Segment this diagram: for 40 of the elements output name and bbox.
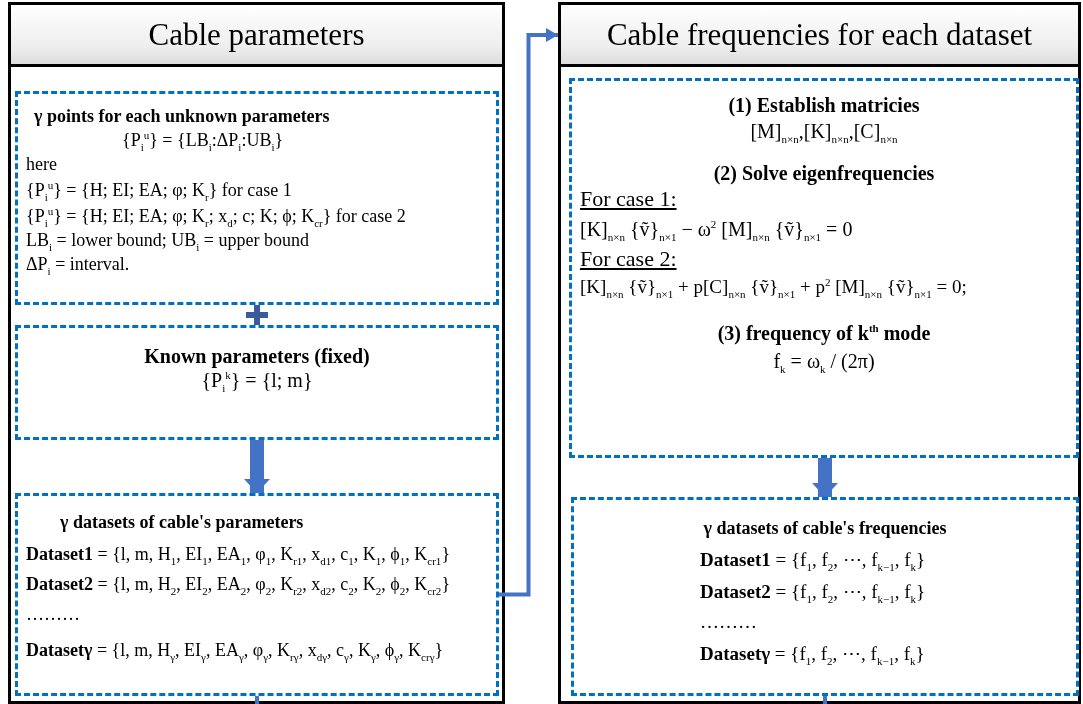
arrow xyxy=(499,28,558,597)
connector-line xyxy=(823,696,827,704)
equation: Dataset1 = {l, m, H$_{1}$, EI$_{1}$, EA$_{1}$, φ$_{1}$, K$_{r1}$, x$_{d1}$, c$_{1}$, K$_{1}$, ϕ$_{1}$, K$_{cr1}$} xyxy=(26,543,451,566)
case-heading: For case 1: xyxy=(580,187,677,211)
equation: {P$_{i}$$^{u}$} = {H; EI; EA; φ; K$_{r}$} for case 1 xyxy=(26,178,293,202)
equation: Dataset2 = {f$_{1}$, f$_{2}$, ⋯, f$_{k−1}$, f$_{k}$} xyxy=(699,580,927,604)
equation: ΔP$_{i}$ = interval. xyxy=(26,253,131,276)
step-heading: (3) frequency of k$^{th}$ mode xyxy=(716,321,932,345)
equation: Datasetγ = {l, m, H$_{γ}$, EI$_{γ}$, EA$_{γ}$, φ$_{γ}$, K$_{rγ}$, x$_{dγ}$, c$_{γ}$, K$_{γ}$, ϕ$_{γ}$, K$_{crγ}$} xyxy=(26,639,445,662)
step-heading: (1) Establish matricies xyxy=(727,93,921,117)
equation: Dataset2 = {l, m, H$_{2}$, EI$_{2}$, EA$_{2}$, φ$_{2}$, K$_{r2}$, x$_{d2}$, c$_{2}$, K$_{2}$, ϕ$_{2}$, K$_{cr2}$} xyxy=(26,573,451,596)
equation: LB$_{i}$ = lower bound; UB$_{i}$ = upper bound xyxy=(26,229,310,252)
box-heading: Known parameters (fixed) xyxy=(143,344,371,368)
box-heading: γ datasets of cable's frequencies xyxy=(702,517,948,540)
equation: [K]$_{n×n}$ {ṽ}$_{n×1}$ − ω$^{2}$ [M]$_{n×n}$ {ṽ}$_{n×1}$ = 0 xyxy=(580,217,854,241)
dashed-box xyxy=(15,325,499,440)
case-heading: For case 2: xyxy=(580,247,677,271)
equation: [M]$_{n×n}$,[K]$_{n×n}$,[C]$_{n×n}$ xyxy=(749,119,899,143)
equation: Datasetγ = {f$_{1}$, f$_{2}$, ⋯, f$_{k−1}$, f$_{k}$} xyxy=(699,642,926,666)
box-heading: γ points for each unknown parameters xyxy=(33,105,331,128)
dashed-box xyxy=(15,493,499,696)
dashed-box xyxy=(569,78,1079,458)
panel-frame xyxy=(558,2,1081,704)
dashed-box xyxy=(571,497,1079,696)
equation: {P$_{i}$$^{u}$} = {LB$_{i}$:ΔP$_{i}$:UB$_{i}$} xyxy=(121,128,285,152)
block-arrow xyxy=(812,458,838,497)
box-heading: γ datasets of cable's parameters xyxy=(59,511,305,534)
dashed-box xyxy=(15,91,499,305)
equation: {P$_{i}$$^{u}$} = {H; EI; EA; φ; K$_{r}$; x$_{d}$; c; K; ϕ; K$_{cr}$} for case 2 xyxy=(26,204,407,228)
text-line: here xyxy=(26,153,58,176)
ellipsis-line: ……… xyxy=(26,603,81,626)
panel-frame xyxy=(8,2,505,704)
equation: Dataset1 = {f$_{1}$, f$_{2}$, ⋯, f$_{k−1}$, f$_{k}$} xyxy=(699,548,927,572)
step-heading: (2) Solve eigenfrequencies xyxy=(712,161,936,185)
equation: f$_{k}$ = ω$_{k}$ / (2π) xyxy=(772,349,876,373)
block-arrow xyxy=(244,440,270,493)
equation: {P$_{i}$$^{k}$} = {l; m} xyxy=(200,368,314,392)
connector-line xyxy=(255,696,259,704)
equation: [K]$_{n×n}$ {ṽ}$_{n×1}$ + p[C]$_{n×n}$ {ṽ}$_{n×1}$ + p$^{2}$ [M]$_{n×n}$ {ṽ}$_{n×1}$ = 0; xyxy=(580,275,968,299)
ellipsis-line: ……… xyxy=(699,610,758,634)
